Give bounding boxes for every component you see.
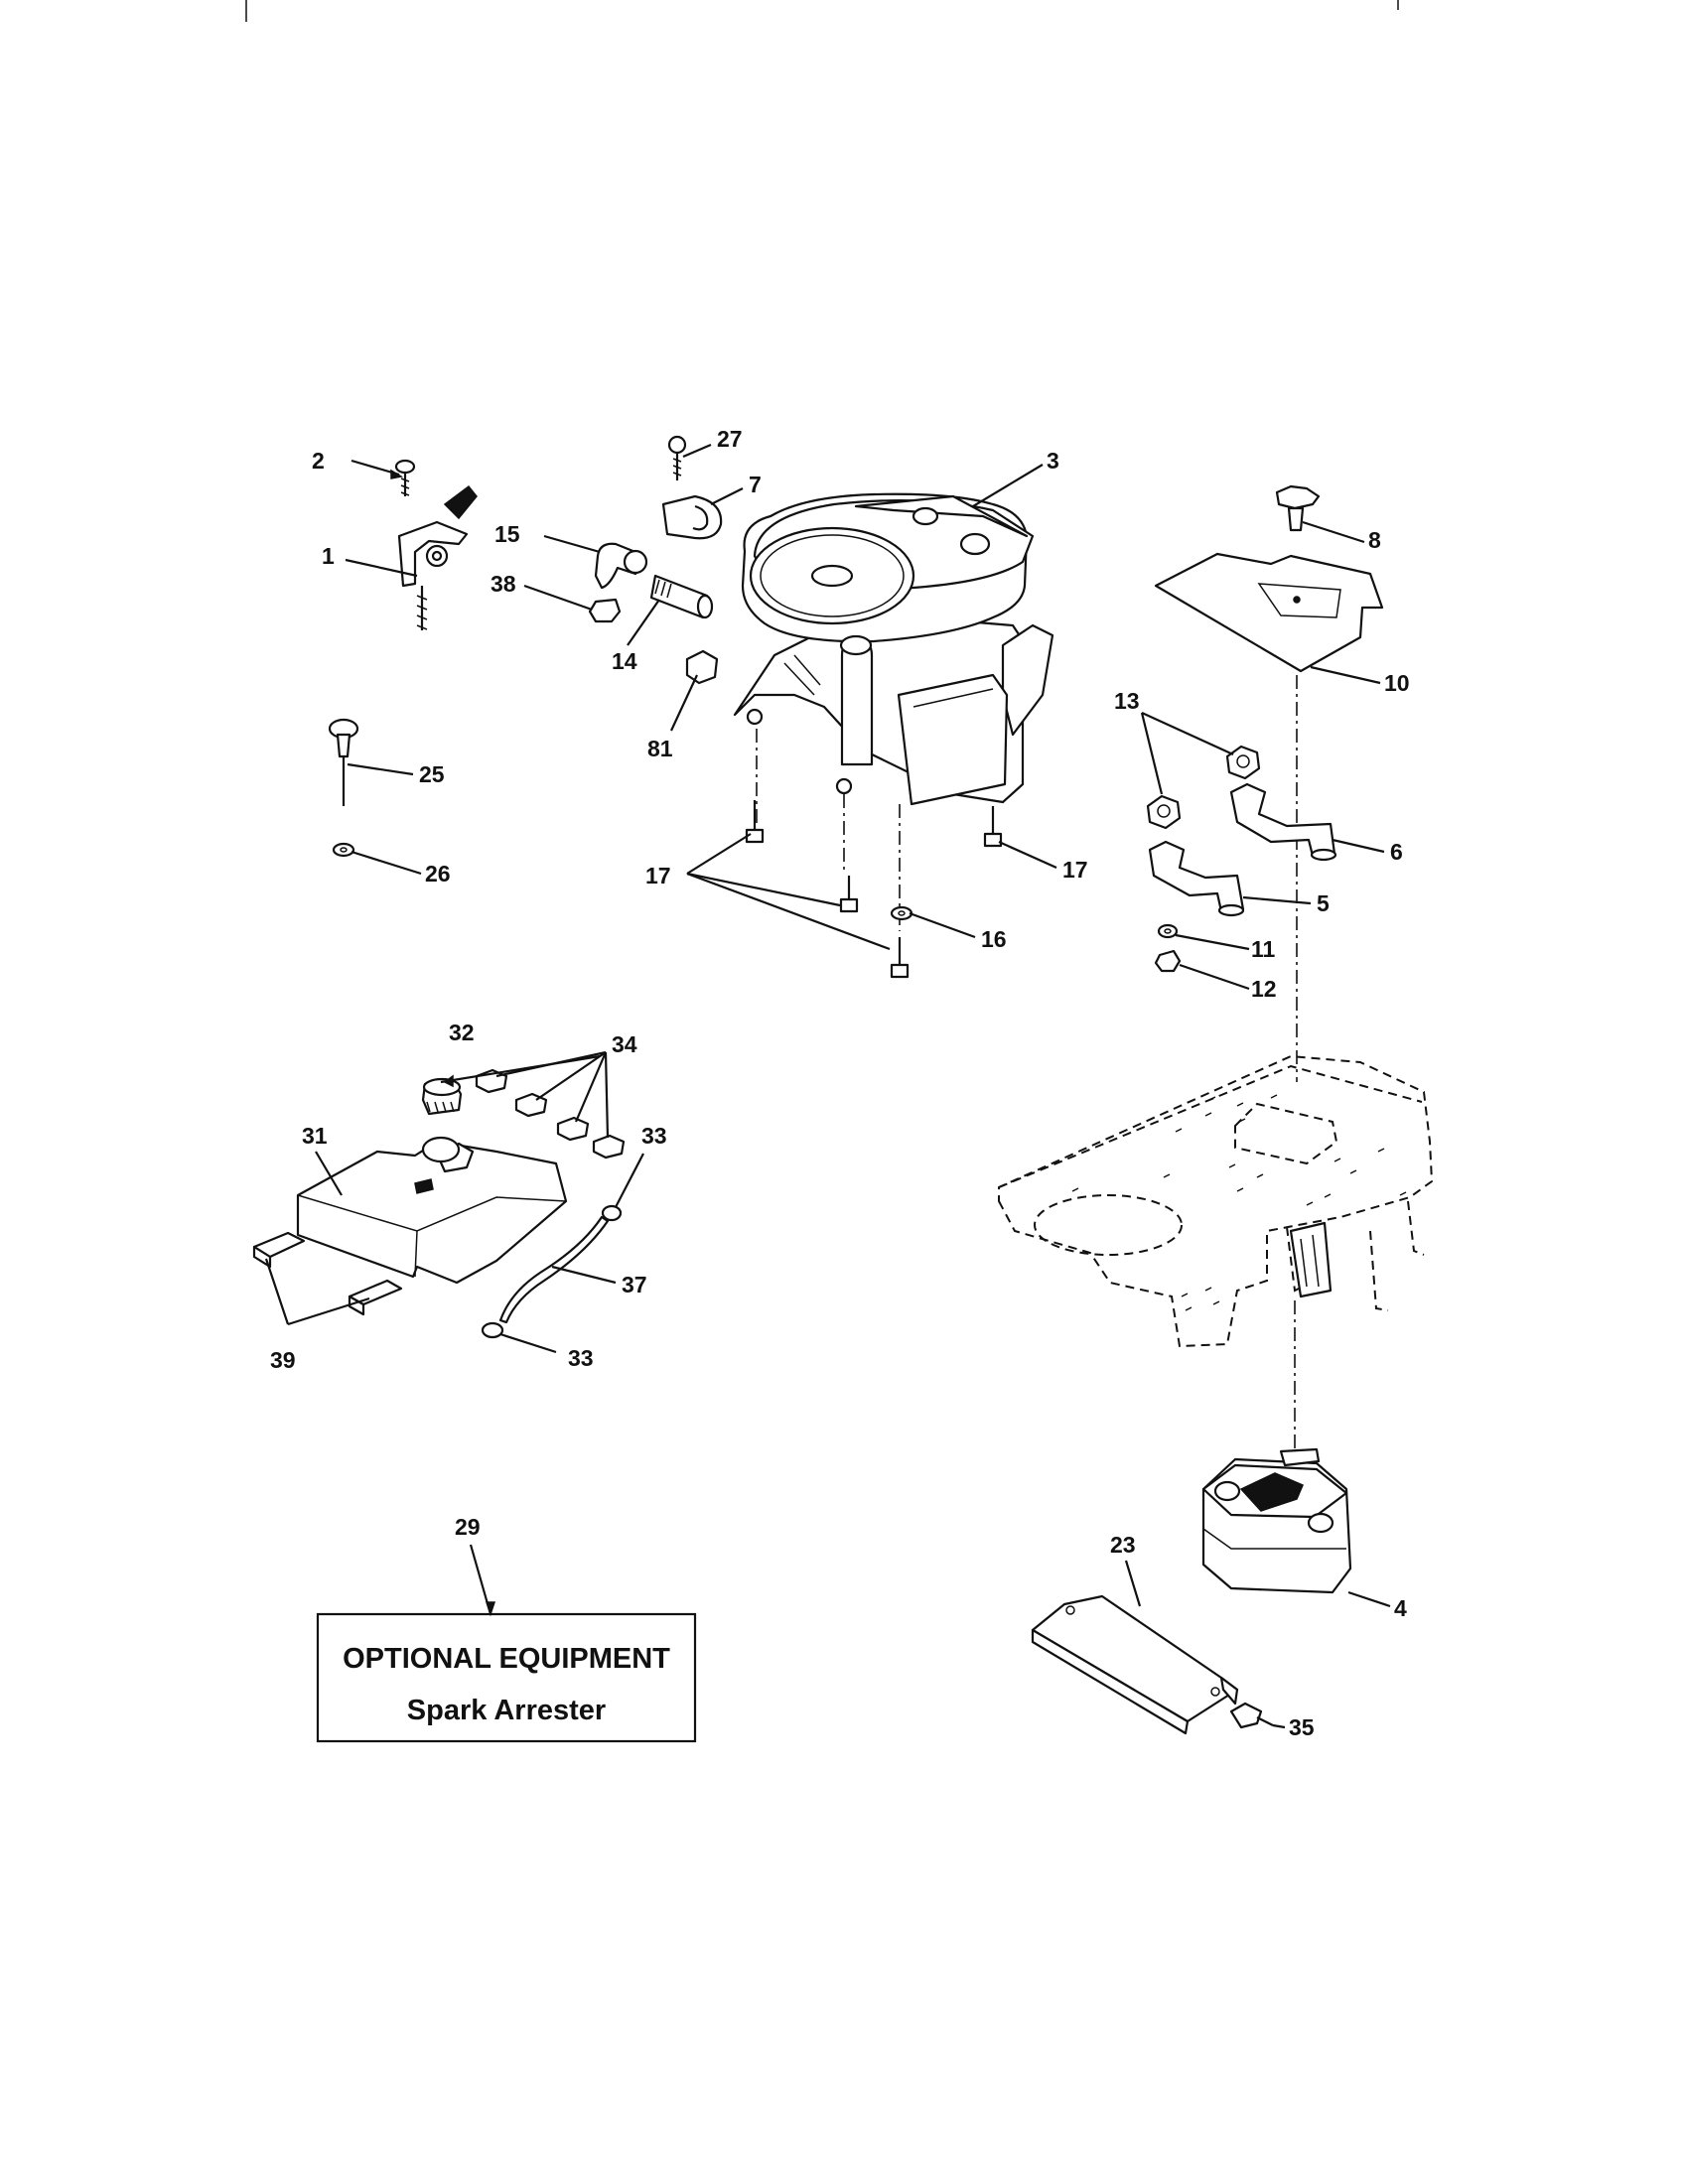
callout-8: 8 (1368, 527, 1381, 553)
exhaust-pipe-part-5 (1148, 840, 1245, 917)
callout-27: 27 (717, 426, 743, 452)
bolt-part-17 (745, 800, 765, 844)
callout-labels: 2 1 27 7 3 15 38 14 81 8 10 13 6 5 11 12… (270, 426, 1410, 1740)
chassis-holes (1071, 1094, 1407, 1311)
callout-11: 11 (1251, 936, 1276, 962)
callout-29: 29 (455, 1514, 481, 1540)
callout-23: 23 (1110, 1532, 1136, 1558)
callout-35: 35 (1289, 1714, 1315, 1740)
callout-13: 13 (1114, 688, 1140, 714)
cap-part-81 (685, 649, 719, 685)
callout-7: 7 (749, 472, 762, 497)
callout-17: 17 (645, 863, 671, 888)
callout-33: 33 (568, 1345, 594, 1371)
washer-part-11 (1157, 923, 1179, 939)
screw-part-2 (394, 459, 416, 496)
callout-81: 81 (647, 736, 673, 761)
optional-equipment-subtitle: Spark Arrester (407, 1695, 606, 1726)
cap-part-32 (421, 1077, 463, 1116)
heat-shield-part-23 (1031, 1594, 1239, 1735)
callout-17: 17 (1062, 857, 1088, 883)
callout-33: 33 (641, 1123, 667, 1149)
callout-10: 10 (1384, 670, 1410, 696)
exhaust-pipe-part-6 (1229, 782, 1337, 862)
callout-12: 12 (1251, 976, 1277, 1002)
screw-part-27 (667, 435, 687, 480)
callout-34: 34 (612, 1031, 637, 1057)
callout-38: 38 (491, 571, 516, 597)
optional-equipment-title: OPTIONAL EQUIPMENT (343, 1643, 670, 1675)
pipe-part-14 (649, 574, 714, 619)
bolt-part-17 (839, 876, 859, 913)
gasket-part-13 (1146, 794, 1182, 830)
hose-part-37 (498, 1215, 610, 1324)
muffler-part-4 (1201, 1447, 1352, 1594)
engine-part-3 (733, 492, 1054, 806)
throttle-control-part (397, 484, 478, 630)
washer-part-16 (890, 905, 913, 921)
muffler-bracket-part (1289, 1221, 1333, 1298)
plate-part-10 (1154, 552, 1384, 673)
nut-part-12 (1154, 949, 1182, 973)
clip-part-33 (601, 1204, 623, 1222)
callout-37: 37 (622, 1272, 647, 1297)
callout-31: 31 (302, 1123, 328, 1149)
clamp-part-7 (661, 494, 723, 540)
bolt-part-17 (890, 937, 910, 979)
bolt-part-17 (983, 806, 1003, 848)
gasket-part-13 (1225, 745, 1261, 780)
air-cleaner-base-part-31 (296, 1136, 568, 1285)
foam-block-part-34 (475, 1068, 626, 1160)
callout-5: 5 (1317, 890, 1330, 916)
callout-14: 14 (612, 648, 637, 674)
leader-lines (264, 443, 1391, 1729)
elbow-fitting-part-15 (594, 542, 648, 590)
clip-part-33 (481, 1321, 504, 1339)
callout-15: 15 (494, 521, 520, 547)
knob-part-8 (1275, 484, 1321, 532)
optional-equipment-box (316, 1612, 697, 1743)
callout-2: 2 (312, 448, 325, 474)
knob-part-25 (328, 718, 359, 806)
callout-32: 32 (449, 1020, 475, 1045)
callout-25: 25 (419, 761, 445, 787)
callout-39: 39 (270, 1347, 296, 1373)
screw-part-35 (1229, 1702, 1274, 1729)
callout-26: 26 (425, 861, 451, 887)
washer-part-26 (332, 842, 355, 858)
callout-16: 16 (981, 926, 1007, 952)
callout-1: 1 (322, 543, 335, 569)
callout-3: 3 (1047, 448, 1059, 474)
callout-4: 4 (1394, 1595, 1407, 1621)
callout-6: 6 (1390, 839, 1403, 865)
nut-part-38 (588, 598, 622, 623)
